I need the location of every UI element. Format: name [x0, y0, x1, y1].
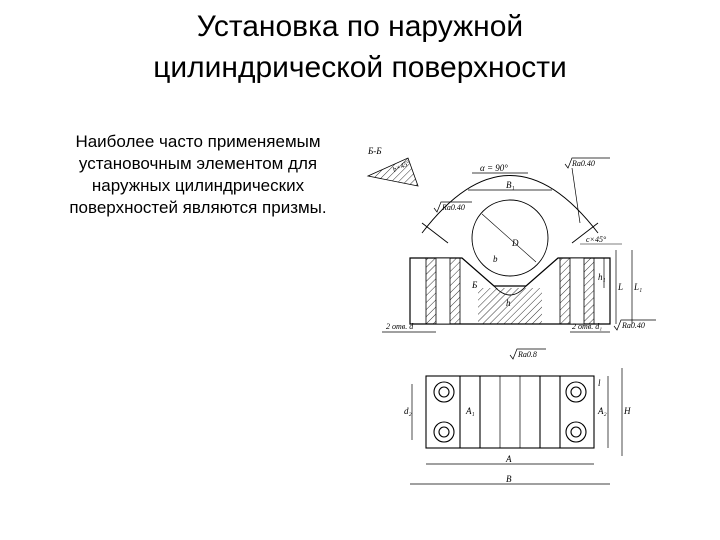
angle-arc	[421, 175, 599, 244]
holes-right-label: 2 отв. d₁	[572, 322, 602, 331]
body-line: наружных цилиндрических	[91, 176, 305, 195]
workpiece-circle	[471, 199, 549, 277]
dim-A1: A₁	[465, 406, 475, 416]
section-detail: Б-Б b×45°	[366, 146, 419, 187]
dim-L1: L₁	[633, 282, 642, 292]
dim-B: B	[506, 474, 512, 484]
dim-B1: B₁	[506, 180, 515, 190]
section-label: Б-Б	[367, 146, 382, 156]
roughness-left: Ra0.40	[441, 203, 465, 212]
title-line-2: цилиндрической поверхности	[153, 51, 567, 84]
dim-h: h	[506, 298, 511, 308]
roughness-base: Ra0.8	[517, 350, 537, 359]
body-line: Наиболее часто применяемым	[75, 132, 321, 151]
dim-A2: A₂	[597, 406, 607, 416]
dim-L: L	[617, 282, 623, 292]
dim-A: A	[505, 454, 512, 464]
roughness-bottom-right: Ra0.40	[621, 321, 645, 330]
prism-technical-drawing: Б-Б b×45° α = 90° Ra0.40 Ra0.40 B₁ D c×4…	[360, 128, 660, 513]
dim-D: D	[511, 238, 519, 248]
body-line: установочным элементом для	[78, 154, 318, 173]
alpha-label: α = 90°	[480, 163, 508, 173]
body-paragraph: Наиболее часто применяемым установочным …	[28, 131, 368, 219]
dim-b: b	[493, 254, 498, 264]
dim-H: H	[623, 406, 631, 416]
dim-d2: d₂	[404, 406, 412, 416]
dim-l: l	[598, 378, 601, 388]
slide-title: Установка по наружной цилиндрической пов…	[0, 6, 720, 88]
chamfer-label: c×45°	[586, 235, 607, 244]
plan-view	[425, 375, 595, 449]
body-line: поверхностей являются призмы.	[69, 198, 327, 217]
view-mark: Б	[471, 280, 478, 290]
dim-h1: h₁	[598, 272, 606, 282]
prism-body	[409, 257, 611, 325]
roughness-top-right: Ra0.40	[571, 159, 595, 168]
holes-left-label: 2 отв. d	[386, 322, 414, 331]
title-line-1: Установка по наружной	[196, 10, 524, 43]
